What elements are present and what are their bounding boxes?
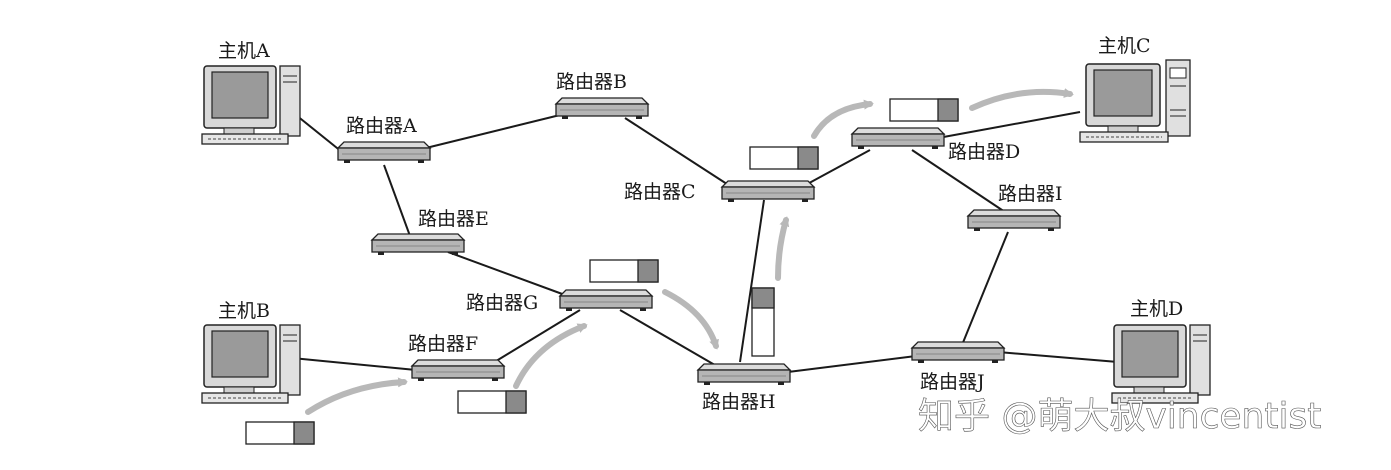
host-b: 主机B: [201, 300, 301, 404]
host-d-label: 主机D: [1130, 298, 1183, 320]
router-f-label: 路由器F: [408, 333, 478, 355]
router-a: 路由器A: [337, 115, 431, 164]
router-j: 路由器J: [911, 341, 1005, 393]
packet-4: [751, 287, 775, 357]
link-routerH-routerC: [739, 199, 765, 363]
link-routerA-routerB: [425, 114, 561, 149]
router-e-label: 路由器E: [418, 208, 489, 230]
router-j-label: 路由器J: [920, 371, 985, 393]
router-i: 路由器I: [967, 183, 1063, 232]
link-routerC-routerD: [799, 149, 871, 189]
arrow-hostB-routerF: [305, 377, 408, 415]
link-routerF-routerG: [487, 309, 581, 367]
packet-5: [749, 146, 819, 170]
link-routerH-routerJ: [779, 355, 917, 374]
link-routerI-routerJ: [961, 231, 1009, 346]
host-a: 主机A: [201, 40, 301, 145]
router-c: 路由器C: [624, 180, 815, 203]
link-hostA-routerA: [295, 114, 343, 153]
router-e: 路由器E: [371, 208, 489, 256]
router-h: 路由器H: [697, 363, 791, 413]
arrow-routerG-routerH: [662, 289, 719, 350]
link-routerE-routerG: [447, 251, 566, 296]
arrow-routerH-routerC: [775, 216, 790, 281]
link-routerB-routerC: [624, 117, 731, 187]
host-a-label: 主机A: [218, 40, 270, 62]
router-g-label: 路由器G: [466, 292, 538, 314]
router-f: 路由器F: [408, 333, 505, 382]
link-routerJ-hostD: [997, 351, 1119, 363]
arrow-routerD-hostC: [969, 88, 1074, 111]
link-routerD-hostC: [937, 111, 1081, 139]
watermark: 知乎 @萌大叔vincentist: [918, 396, 1321, 437]
arrow-routerF-routerG: [513, 323, 588, 389]
link-routerD-routerI: [911, 149, 1006, 213]
router-c-label: 路由器C: [624, 181, 696, 203]
host-c-label: 主机C: [1098, 35, 1151, 57]
router-d-label: 路由器D: [948, 141, 1020, 163]
router-g: 路由器G: [466, 289, 653, 314]
packet-6: [889, 98, 959, 122]
packet-1: [245, 421, 315, 445]
router-i-label: 路由器I: [998, 183, 1063, 205]
host-d: 主机D: [1111, 298, 1211, 404]
link-routerG-routerH: [619, 309, 721, 369]
packet-path-arrows: [305, 88, 1074, 415]
links: [291, 111, 1119, 374]
link-routerA-routerE: [383, 164, 411, 237]
router-b-label: 路由器B: [556, 71, 627, 93]
link-hostB-routerF: [291, 357, 417, 371]
packet-2: [457, 390, 527, 414]
host-c: 主机C: [1079, 35, 1191, 143]
router-b: 路由器B: [555, 71, 649, 120]
router-a-label: 路由器A: [346, 115, 417, 137]
arrow-routerC-routerD: [811, 99, 874, 139]
router-d: 路由器D: [851, 127, 1020, 163]
packet-3: [589, 259, 659, 283]
host-b-label: 主机B: [218, 300, 270, 322]
router-h-label: 路由器H: [702, 391, 776, 413]
